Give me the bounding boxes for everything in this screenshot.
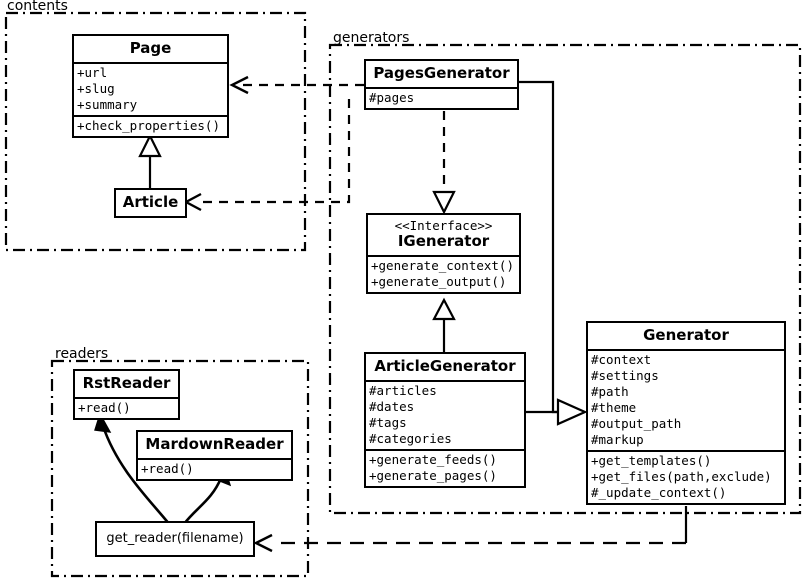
class-methods-mardown-reader: +read() (138, 458, 291, 479)
method-get-templates: +get_templates() (591, 453, 712, 468)
class-box-rst-reader[interactable]: RstReader +read() (73, 369, 180, 420)
rel-generator-getreader (253, 506, 688, 553)
attribute-categories: #categories (369, 431, 452, 446)
package-label-contents: contents (4, 0, 71, 13)
method-generate-feeds: +generate_feeds() (369, 452, 497, 467)
attribute-pages: #pages (369, 90, 415, 105)
package-label-generators: generators (330, 31, 413, 45)
class-methods-page: +check_properties() (74, 115, 227, 136)
class-name-generator: Generator (643, 326, 729, 344)
rel-articlegen-igenerator (432, 297, 456, 352)
method-get-files: +get_files(path,exclude) (591, 469, 772, 484)
class-name-rst-reader: RstReader (82, 374, 171, 392)
class-attributes-generator: #context #settings #path #theme #output_… (588, 349, 784, 450)
inheritance-arrowhead-generator (556, 398, 588, 426)
class-methods-article-generator: +generate_feeds() +generate_pages() (366, 449, 524, 486)
rel-pagesgen-igenerator (432, 111, 456, 215)
method-read-markdown: +read() (141, 461, 194, 476)
rel-article-page (138, 133, 162, 188)
class-name-article-generator: ArticleGenerator (374, 357, 516, 375)
method-check-properties: +check_properties() (77, 118, 220, 133)
attribute-output-path: #output_path (591, 416, 682, 431)
package-label-readers: readers (52, 347, 112, 361)
attribute-url: +url (77, 65, 108, 80)
class-stereotype-igenerator: <<Interface>> (394, 218, 493, 233)
method-update-context: #_update_context() (591, 485, 727, 500)
attribute-path: #path (591, 384, 629, 399)
attribute-summary: +summary (77, 97, 138, 112)
class-methods-generator: +get_templates() +get_files(path,exclude… (588, 450, 784, 503)
class-name-mardown-reader: MardownReader (145, 435, 284, 453)
class-methods-rst-reader: +read() (75, 397, 178, 418)
class-methods-igenerator: +generate_context() +generate_output() (368, 255, 519, 292)
rel-pagesgen-page (229, 75, 364, 95)
function-box-get-reader[interactable]: get_reader(filename) (95, 521, 255, 557)
class-attributes-pages-generator: #pages (366, 87, 517, 108)
class-box-mardown-reader[interactable]: MardownReader +read() (136, 430, 293, 481)
method-generate-output: +generate_output() (371, 274, 507, 289)
function-label-get-reader: get_reader(filename) (106, 531, 244, 546)
class-box-page[interactable]: Page +url +slug +summary +check_properti… (72, 34, 229, 138)
attribute-markup: #markup (591, 432, 644, 447)
attribute-settings: #settings (591, 368, 659, 383)
class-name-pages-generator: PagesGenerator (373, 64, 510, 82)
class-name-page: Page (129, 39, 172, 57)
attribute-tags: #tags (369, 415, 407, 430)
attribute-articles: #articles (369, 383, 437, 398)
attribute-slug: +slug (77, 81, 115, 96)
class-box-igenerator[interactable]: <<Interface>> IGenerator +generate_conte… (366, 213, 521, 294)
attribute-theme: #theme (591, 400, 637, 415)
method-generate-pages: +generate_pages() (369, 468, 497, 483)
method-generate-context: +generate_context() (371, 258, 514, 273)
class-name-igenerator: IGenerator (397, 232, 490, 250)
attribute-context: #context (591, 352, 652, 367)
attribute-dates: #dates (369, 399, 415, 414)
class-attributes-article-generator: #articles #dates #tags #categories (366, 380, 524, 449)
method-read-rst: +read() (78, 400, 131, 415)
class-box-generator[interactable]: Generator #context #settings #path #them… (586, 321, 786, 505)
class-attributes-page: +url +slug +summary (74, 62, 227, 115)
class-box-article-generator[interactable]: ArticleGenerator #articles #dates #tags … (364, 352, 526, 488)
class-name-article: Article (122, 193, 179, 211)
class-box-pages-generator[interactable]: PagesGenerator #pages (364, 59, 519, 110)
class-box-article[interactable]: Article (114, 188, 187, 218)
